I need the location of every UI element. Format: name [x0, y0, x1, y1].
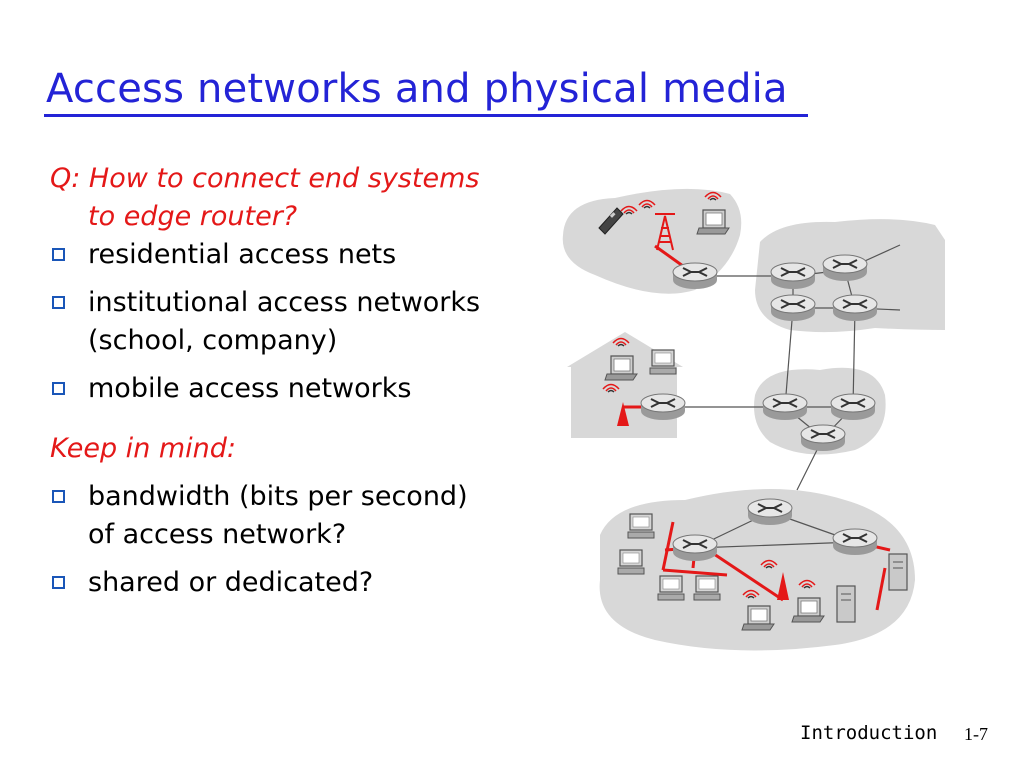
footer-label: Introduction [800, 722, 938, 744]
router-icon [770, 262, 816, 290]
router-icon [640, 393, 686, 421]
bullet-text: residential access nets [88, 239, 397, 270]
router-icon [747, 498, 793, 526]
bullet-mobile: mobile access networks [50, 370, 560, 408]
question: Q: How to connect end systems to edge ro… [50, 160, 560, 236]
wireless-ap-icon [777, 572, 789, 600]
bullet-box-icon [52, 382, 65, 395]
router-icon [672, 262, 718, 290]
question-line-2: to edge router? [88, 201, 298, 232]
router-icon [832, 294, 878, 322]
bullet-text-cont: of access network? [88, 519, 347, 550]
router-icon [822, 254, 868, 282]
bullet-box-icon [52, 296, 65, 309]
bullet-text: institutional access networks [88, 287, 481, 318]
desktop-icon [657, 575, 685, 601]
cell-tower-icon [655, 213, 675, 251]
server-icon [888, 553, 908, 591]
router-icon [832, 528, 878, 556]
bullet-box-icon [52, 248, 65, 261]
server-icon [836, 585, 856, 623]
wireless-ap-icon [617, 402, 629, 426]
desktop-icon [617, 549, 645, 575]
question-line-1: Q: How to connect end systems [50, 163, 480, 194]
bullet-text: bandwidth (bits per second) [88, 481, 468, 512]
enterprise-cloud [599, 489, 915, 651]
bullet-institutional: institutional access networks (school, c… [50, 284, 560, 360]
desktop-icon [627, 513, 655, 539]
router-icon [672, 534, 718, 562]
desktop-icon [693, 575, 721, 601]
bullet-shared: shared or dedicated? [50, 564, 560, 602]
network-diagram [562, 188, 945, 651]
router-icon [770, 294, 816, 322]
bullet-box-icon [52, 576, 65, 589]
bullet-text: shared or dedicated? [88, 567, 374, 598]
page-number: 1-7 [964, 724, 988, 744]
bullet-box-icon [52, 490, 65, 503]
router-icon [800, 424, 846, 452]
title-underline [44, 114, 808, 117]
bullet-residential: residential access nets [50, 236, 560, 274]
slide-body: Q: How to connect end systems to edge ro… [50, 160, 560, 602]
bullet-bandwidth: bandwidth (bits per second) of access ne… [50, 478, 560, 554]
router-icon [762, 393, 808, 421]
slide-title: Access networks and physical media [46, 66, 788, 112]
desktop-icon [649, 349, 677, 375]
router-icon [830, 393, 876, 421]
phone-icon [598, 207, 624, 235]
bullet-text-cont: (school, company) [88, 325, 338, 356]
keep-in-mind-heading: Keep in mind: [50, 433, 237, 464]
bullet-text: mobile access networks [88, 373, 412, 404]
